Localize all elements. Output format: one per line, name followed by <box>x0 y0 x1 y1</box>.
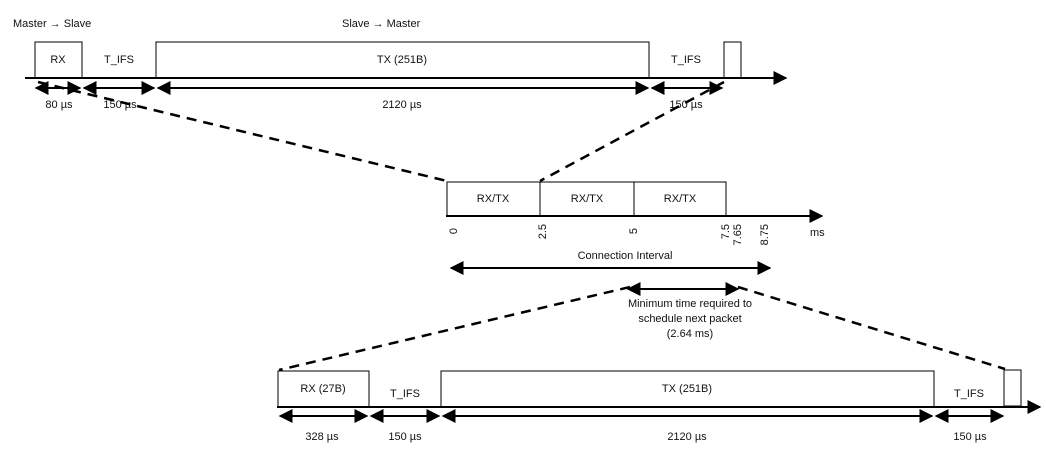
bottom-rx-box <box>277 370 370 408</box>
zoom-line-bottom-left <box>278 285 631 372</box>
mid-rxtx-label-1: RX/TX <box>477 193 510 205</box>
connection-interval-label: Connection Interval <box>578 250 673 262</box>
bottom-tifs-1-label: T_IFS <box>390 388 420 400</box>
mid-rxtx-box-3 <box>633 181 727 217</box>
bottom-tifs-2-label: T_IFS <box>954 388 984 400</box>
min-time-label-line2: schedule next packet <box>638 313 741 325</box>
mid-rxtx-label-2: RX/TX <box>571 193 604 205</box>
top-tx-box <box>155 41 650 79</box>
top-dur-80: 80 µs <box>45 99 73 111</box>
top-tx-label: TX (251B) <box>377 54 427 66</box>
top-dur-2120: 2120 µs <box>382 99 422 111</box>
bottom-dur-328: 328 µs <box>305 431 339 443</box>
min-time-label-line3: (2.64 ms) <box>667 328 713 340</box>
zoom-line-bottom-right <box>737 285 1006 371</box>
top-tifs-2-label: T_IFS <box>671 54 701 66</box>
bottom-next-packet-box <box>1003 369 1022 407</box>
mid-tick-2-5: 2.5 <box>537 224 549 239</box>
bottom-tx-box <box>440 370 935 408</box>
mid-rxtx-label-3: RX/TX <box>664 193 697 205</box>
bottom-dur-2120: 2120 µs <box>667 431 707 443</box>
mid-tick-8-75: 8.75 <box>759 224 771 245</box>
bottom-dur-150a: 150 µs <box>388 431 422 443</box>
bottom-tx-label: TX (251B) <box>662 383 712 395</box>
top-rx-label: RX <box>50 54 66 66</box>
mid-rxtx-box-1 <box>446 181 541 217</box>
mid-tick-0: 0 <box>448 228 460 234</box>
bottom-dur-150b: 150 µs <box>953 431 987 443</box>
top-dur-150a: 150 µs <box>103 99 137 111</box>
mid-tick-7-65: 7.65 <box>732 224 744 245</box>
top-label-master-slave: Master → Slave <box>13 18 91 30</box>
min-time-label-line1: Minimum time required to <box>628 298 752 310</box>
mid-axis-unit: ms <box>810 227 825 239</box>
zoom-line-top-right <box>539 80 725 183</box>
top-rx-box <box>34 41 83 79</box>
top-next-packet-box <box>723 41 742 79</box>
top-tifs-1-label: T_IFS <box>104 54 134 66</box>
mid-tick-7-5: 7.5 <box>720 224 732 239</box>
top-label-slave-master: Slave → Master <box>342 18 421 30</box>
bottom-rx-label: RX (27B) <box>300 383 345 395</box>
mid-tick-5: 5 <box>628 228 640 234</box>
zoom-line-top-left <box>37 80 448 183</box>
